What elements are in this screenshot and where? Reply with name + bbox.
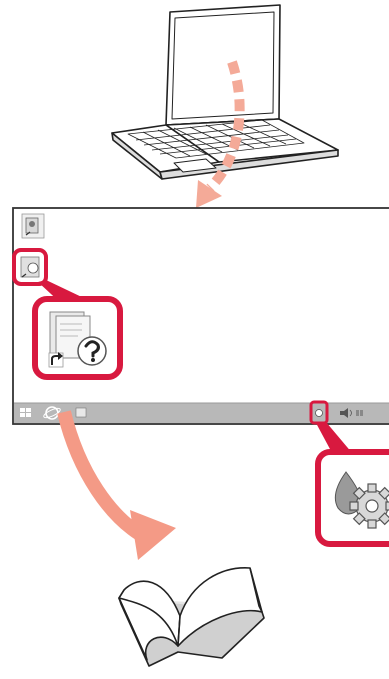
open-book-icon (119, 568, 264, 666)
laptop-icon (112, 5, 338, 179)
file-explorer-icon[interactable] (76, 408, 86, 417)
ink-gear-settings-icon[interactable] (318, 452, 389, 544)
online-manual-help-icon[interactable] (35, 299, 120, 377)
arrow-to-manual (64, 412, 176, 560)
shortcut-icon[interactable] (22, 214, 44, 238)
